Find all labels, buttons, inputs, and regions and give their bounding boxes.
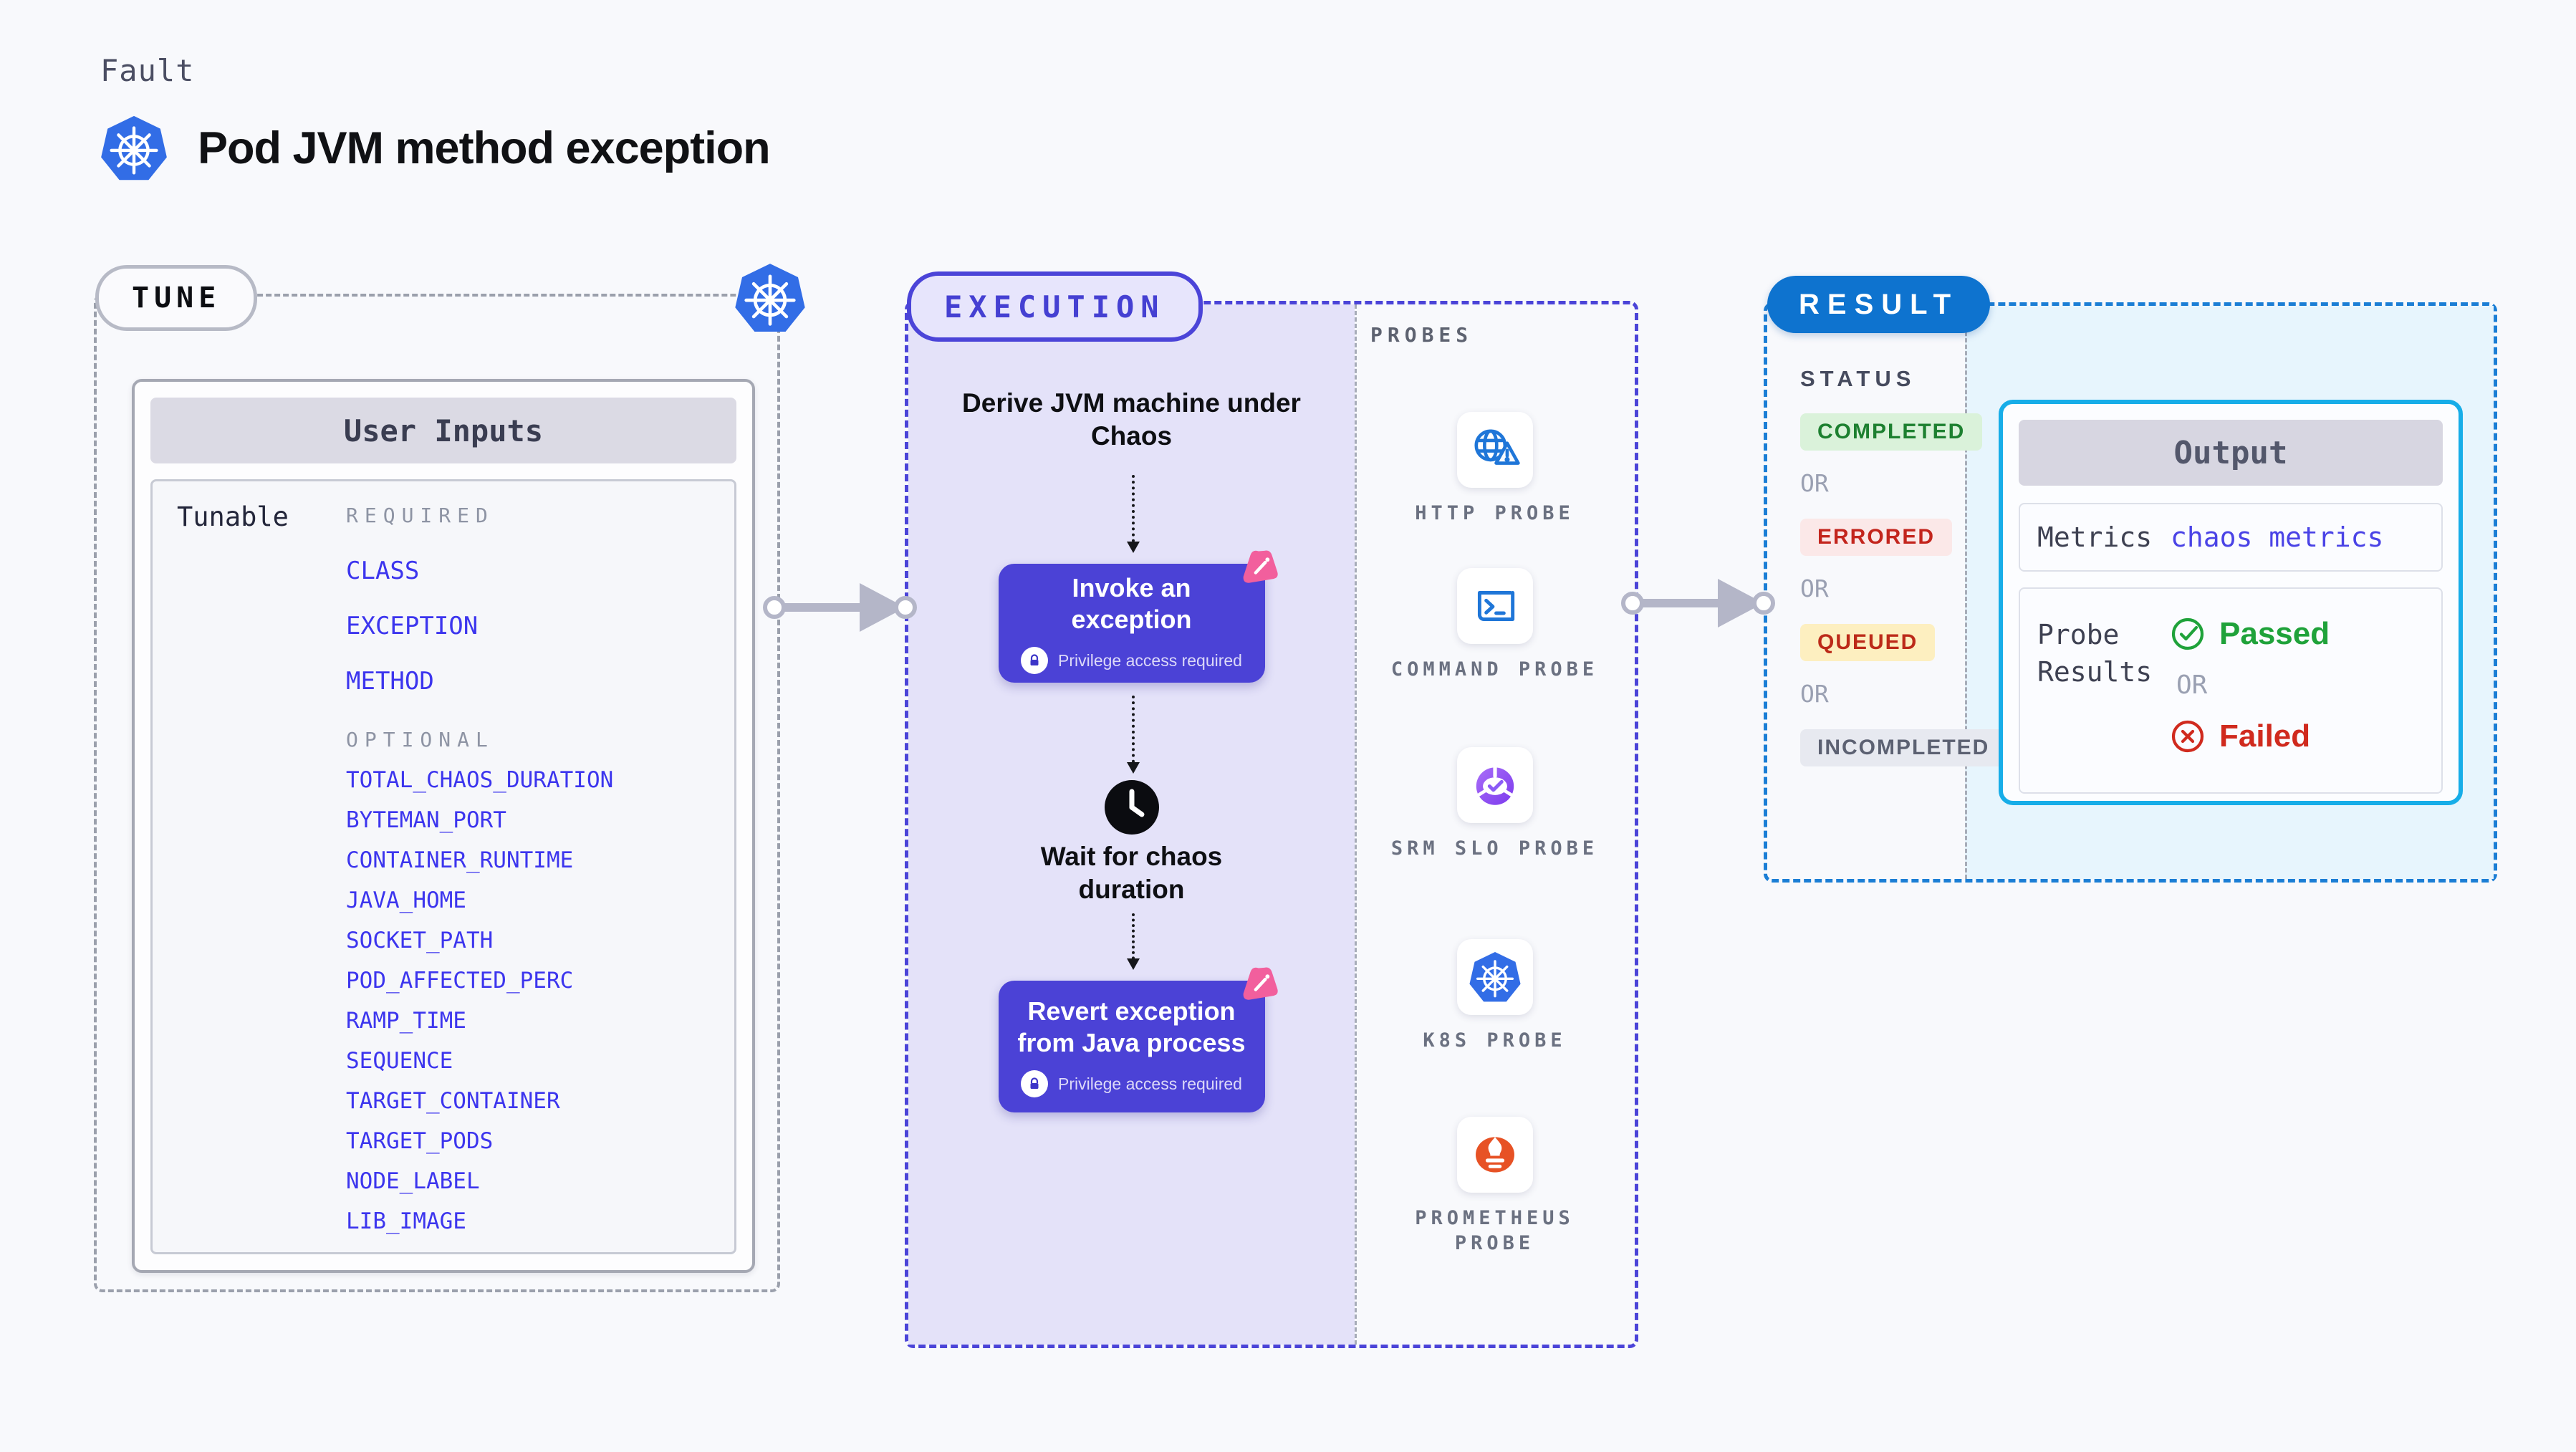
chaos-icon bbox=[1241, 965, 1281, 1005]
status-badge-errored: ERRORED bbox=[1800, 519, 1953, 556]
required-label: REQUIRED bbox=[346, 504, 494, 527]
tunable-row-label: Tunable bbox=[177, 501, 289, 532]
user-inputs-header: User Inputs bbox=[150, 398, 736, 463]
fault-eyebrow: Fault bbox=[100, 53, 195, 88]
kubernetes-icon bbox=[99, 113, 169, 183]
status-badge-queued: QUEUED bbox=[1800, 624, 1936, 661]
result-badge: RESULT bbox=[1767, 276, 1991, 333]
tunable-item: CONTAINER_RUNTIME bbox=[346, 847, 574, 873]
output-card: Output Metrics chaos metrics Probe Resul… bbox=[1999, 400, 2463, 805]
tunables-panel: Tunable REQUIRED CLASS EXCEPTION METHOD … bbox=[150, 479, 736, 1254]
dotted-arrow-icon bbox=[1126, 696, 1140, 774]
metrics-value: chaos metrics bbox=[2171, 521, 2384, 553]
lock-icon bbox=[1021, 647, 1049, 674]
tunable-item: JAVA_HOME bbox=[346, 888, 466, 913]
or-label: OR bbox=[1800, 574, 1829, 602]
probe-item: K8S PROBE bbox=[1391, 939, 1599, 1053]
kubernetes-icon bbox=[733, 261, 807, 335]
probe-results-values: Passed OR Failed bbox=[2171, 616, 2330, 754]
probe-label: PROMETHEUS PROBE bbox=[1415, 1207, 1575, 1254]
step-revert-exception: Revert exception from Java process Privi… bbox=[998, 981, 1265, 1112]
privilege-note: Privilege access required bbox=[1058, 650, 1242, 670]
privilege-row: Privilege access required bbox=[1021, 1070, 1242, 1097]
srm-slo-probe-icon bbox=[1456, 747, 1533, 823]
lock-icon bbox=[1021, 1070, 1049, 1097]
tunable-item: TARGET_PODS bbox=[346, 1128, 494, 1154]
arrow-tune-to-execution-icon bbox=[759, 573, 921, 642]
probe-results-label: Probe Results bbox=[2037, 619, 2153, 688]
or-label: OR bbox=[2176, 670, 2208, 700]
prometheus-probe-icon bbox=[1456, 1117, 1533, 1193]
tunable-item: EXCEPTION bbox=[346, 612, 479, 640]
tunable-item: SOCKET_PATH bbox=[346, 928, 494, 953]
step-invoke-exception: Invoke an exception Privilege access req… bbox=[998, 564, 1265, 683]
probe-item: COMMAND PROBE bbox=[1391, 568, 1599, 682]
command-probe-icon bbox=[1456, 568, 1533, 644]
tunable-item: CLASS bbox=[346, 557, 420, 585]
dotted-arrow-icon bbox=[1126, 913, 1140, 970]
k8s-probe-icon bbox=[1456, 939, 1533, 1015]
metrics-row: Metrics chaos metrics bbox=[2019, 503, 2443, 572]
status-label: STATUS bbox=[1800, 366, 1916, 391]
probe-item: SRM SLO PROBE bbox=[1391, 747, 1599, 861]
tunable-item: METHOD bbox=[346, 667, 434, 696]
user-inputs-card: User Inputs Tunable REQUIRED CLASS EXCEP… bbox=[132, 379, 755, 1273]
status-column: STATUS COMPLETED OR ERRORED OR QUEUED OR… bbox=[1800, 366, 2007, 766]
tunable-item: POD_AFFECTED_PERC bbox=[346, 968, 574, 994]
tunable-item: RAMP_TIME bbox=[346, 1008, 466, 1034]
execution-badge: EXECUTION bbox=[907, 271, 1203, 342]
tune-section: TUNE User Inputs Tunable REQUIRED CLASS … bbox=[94, 294, 780, 1292]
tunable-item: TARGET_CONTAINER bbox=[346, 1088, 560, 1114]
status-badge-completed: COMPLETED bbox=[1800, 413, 1983, 451]
tunable-item: TOTAL_CHAOS_DURATION bbox=[346, 767, 614, 793]
execution-probes-divider bbox=[1355, 304, 1357, 1345]
privilege-row: Privilege access required bbox=[1021, 647, 1242, 674]
http-probe-icon bbox=[1456, 412, 1533, 488]
status-badge-incompleted: INCOMPLETED bbox=[1800, 729, 2007, 766]
tune-badge: TUNE bbox=[95, 265, 258, 331]
optional-label: OPTIONAL bbox=[346, 728, 494, 751]
passed-row: Passed bbox=[2171, 616, 2330, 652]
step-wait-label: Wait for chaos duration bbox=[1040, 842, 1223, 904]
passed-label: Passed bbox=[2219, 616, 2330, 651]
probe-item: HTTP PROBE bbox=[1391, 412, 1599, 526]
tunable-item: NODE_LABEL bbox=[346, 1168, 480, 1194]
status-output-divider bbox=[1965, 306, 1967, 879]
probe-item: PROMETHEUS PROBE bbox=[1391, 1117, 1599, 1256]
probes-label: PROBES bbox=[1370, 323, 1474, 347]
page-title: Pod JVM method exception bbox=[198, 123, 771, 173]
probe-label: COMMAND PROBE bbox=[1390, 658, 1599, 681]
dotted-arrow-icon bbox=[1126, 475, 1140, 553]
check-circle-icon bbox=[2171, 617, 2204, 650]
step-revert-label: Revert exception from Java process bbox=[1017, 996, 1246, 1057]
probe-label: SRM SLO PROBE bbox=[1390, 837, 1599, 860]
tunables-list: REQUIRED CLASS EXCEPTION METHOD OPTIONAL… bbox=[346, 481, 613, 1237]
failed-label: Failed bbox=[2219, 718, 2311, 754]
x-circle-icon bbox=[2171, 720, 2204, 753]
metrics-label: Metrics bbox=[2037, 521, 2153, 553]
probe-results-row: Probe Results Passed OR bbox=[2019, 587, 2443, 794]
title-row: Pod JVM method exception bbox=[99, 113, 771, 183]
probe-label: K8S PROBE bbox=[1423, 1029, 1567, 1052]
tunable-item: BYTEMAN_PORT bbox=[346, 807, 506, 833]
probe-label: HTTP PROBE bbox=[1415, 502, 1575, 524]
execution-steps: Derive JVM machine under Chaos Invoke an… bbox=[908, 304, 1355, 1345]
arrow-execution-to-result-icon bbox=[1618, 569, 1779, 638]
step-invoke-label: Invoke an exception bbox=[1071, 573, 1192, 634]
or-label: OR bbox=[1800, 469, 1829, 497]
tunable-item: LIB_IMAGE bbox=[346, 1208, 466, 1234]
failed-row: Failed bbox=[2171, 718, 2330, 754]
step-derive-label: Derive JVM machine under Chaos bbox=[962, 388, 1301, 451]
privilege-note: Privilege access required bbox=[1058, 1074, 1242, 1093]
tunable-item: SEQUENCE bbox=[346, 1048, 453, 1074]
execution-section: EXECUTION Derive JVM machine under Chaos… bbox=[905, 271, 1638, 1348]
output-header: Output bbox=[2019, 420, 2443, 486]
clock-icon bbox=[1103, 779, 1160, 836]
result-section: RESULT STATUS COMPLETED OR ERRORED OR QU… bbox=[1764, 276, 2497, 883]
chaos-icon bbox=[1241, 548, 1281, 588]
probes-column: PROBES HTTP PROBE bbox=[1355, 304, 1635, 1345]
or-label: OR bbox=[1800, 680, 1829, 708]
